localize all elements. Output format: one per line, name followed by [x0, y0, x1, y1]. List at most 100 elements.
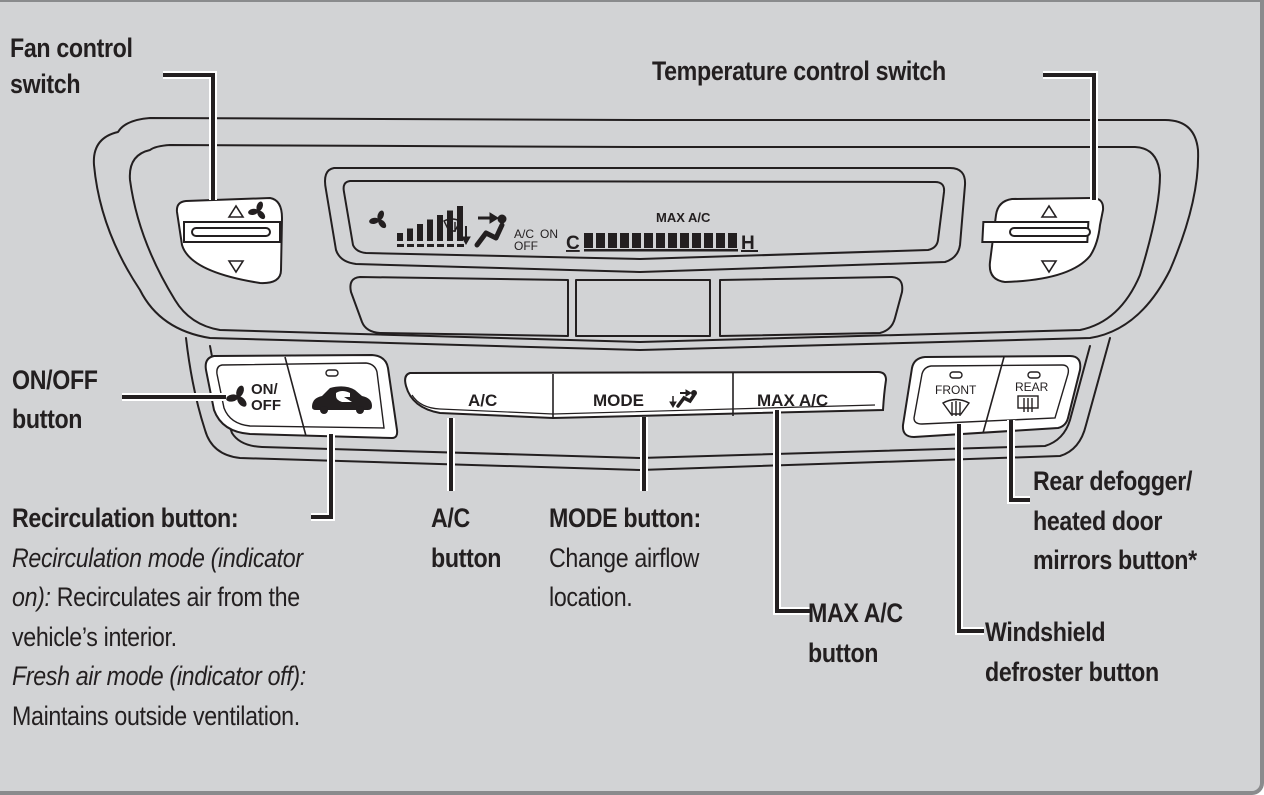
- temperature-segment: [608, 233, 617, 248]
- lcd-ac-off: OFF: [514, 239, 538, 253]
- fan-level-bars: [397, 206, 464, 247]
- fan-control-switch[interactable]: [175, 196, 284, 285]
- callout-line: switch: [10, 69, 81, 99]
- callout-line: Fan control: [10, 33, 133, 63]
- temperature-segment: [668, 233, 677, 248]
- mode-button[interactable]: MODE: [593, 391, 644, 410]
- callout-line: ON/OFF: [12, 365, 98, 395]
- fan-level-bar: [397, 233, 403, 241]
- on-off-line1: ON/: [251, 381, 279, 398]
- callout-line: Windshield: [985, 617, 1106, 647]
- recirculation-leader: [311, 434, 333, 519]
- temperature-segment: [596, 233, 605, 248]
- ac-button[interactable]: A/C: [468, 391, 497, 410]
- center-button-bar: A/C MODE MAX A/C: [404, 370, 888, 420]
- callout-title: MODE button:: [549, 503, 701, 533]
- callout-line: vehicle’s interior.: [12, 621, 177, 652]
- rear-window-defrost-icon: [1017, 395, 1039, 412]
- temperature-segment: [704, 233, 713, 248]
- fan-level-base-segment: [407, 244, 414, 247]
- fan-level-base-segment: [427, 244, 434, 247]
- lcd-ac-on: ON: [540, 227, 558, 241]
- windshield-defroster-callout: Windshield defroster button: [985, 613, 1159, 692]
- mode-callout: MODE button: Change airflow location.: [549, 499, 726, 618]
- fan-level-bar: [407, 228, 413, 241]
- callout-line: button: [808, 637, 879, 668]
- temperature-segment: [680, 233, 689, 248]
- callout-line: Fresh air mode (indicator off):: [12, 661, 306, 691]
- temperature-control-switch[interactable]: [981, 196, 1105, 284]
- max-ac-button[interactable]: MAX A/C: [757, 391, 828, 410]
- right-button-cluster: FRONT REAR: [901, 354, 1082, 439]
- windshield-defrost-icon: [941, 398, 971, 416]
- indicator-light: [1027, 371, 1041, 379]
- windshield-defroster-leader: [957, 424, 984, 633]
- display-outer: [324, 167, 967, 273]
- rear-defrost-button[interactable]: REAR: [1015, 371, 1049, 412]
- lcd-display: A/C OFF ON MAX A/C C H: [369, 206, 758, 254]
- front-defrost-button[interactable]: FRONT: [935, 371, 977, 416]
- callout-line: MAX A/C: [808, 598, 903, 628]
- temperature-segment: [644, 233, 653, 248]
- car-recirculation-icon: [312, 386, 372, 414]
- rear-defogger-leader-halo: [1007, 420, 1030, 504]
- callout-line: on):: [12, 582, 51, 612]
- fan-level-bar: [457, 206, 463, 241]
- callout-line: heated door: [1033, 505, 1163, 536]
- fan-icon: [248, 201, 266, 220]
- triangle-up-icon: [227, 204, 245, 218]
- lcd-ac-label: A/C: [514, 227, 534, 241]
- panel-outer-bezel: [92, 117, 1200, 351]
- temperature-control-leader: [1043, 73, 1096, 200]
- slot-left: [349, 276, 569, 337]
- callout-line: Rear defogger/: [1033, 466, 1193, 496]
- windshield-defroster-leader-halo: [955, 424, 984, 635]
- fan-level-bar: [447, 210, 453, 241]
- triangle-down-icon: [227, 260, 245, 274]
- fan-control-callout: Fan control switch: [10, 30, 133, 102]
- frame-top-border: [0, 0, 1264, 2]
- on-off-button[interactable]: ON/ OFF: [226, 381, 281, 414]
- temperature-segment: [656, 233, 665, 248]
- left-button-cluster: ON/ OFF: [204, 353, 399, 440]
- fan-level-base-segment: [447, 244, 454, 247]
- rear-label: REAR: [1015, 380, 1049, 394]
- fan-icon: [369, 210, 387, 229]
- callout-line: A/C: [431, 503, 470, 533]
- airflow-mode-icon: [461, 212, 507, 248]
- temperature-segment: [632, 233, 641, 248]
- indicator-light: [325, 369, 339, 377]
- fan-level-base-segment: [457, 244, 464, 247]
- fan-level-base-segment: [437, 244, 444, 247]
- rear-defogger-callout: Rear defogger/ heated door mirrors butto…: [1033, 462, 1197, 581]
- front-label: FRONT: [935, 383, 977, 397]
- callout-line: location.: [549, 582, 633, 612]
- fan-level-bar: [437, 215, 443, 241]
- callout-line: Maintains outside ventilation.: [12, 700, 300, 731]
- airflow-mode-icon: [669, 389, 697, 408]
- callout-line: mirrors button*: [1033, 545, 1197, 575]
- panel-inner-bezel: [128, 144, 1161, 343]
- temperature-segment: [620, 233, 629, 248]
- lcd-temp-cold: C: [566, 233, 580, 254]
- callout-line: button: [12, 404, 83, 434]
- fan-control-leader: [163, 73, 215, 200]
- slot-right: [719, 276, 904, 337]
- fan-level-base-segment: [417, 244, 424, 247]
- callout-line: Recirculation mode (indicator: [12, 542, 303, 573]
- rear-defogger-leader: [1009, 420, 1030, 502]
- fan-control-leader-halo: [163, 71, 217, 200]
- leader-lines: [122, 71, 1098, 635]
- callout-line: Change airflow: [549, 542, 700, 573]
- recirculation-button[interactable]: [312, 369, 372, 414]
- fan-level-bar: [427, 219, 433, 241]
- temperature-scale-base: [584, 249, 738, 252]
- callout-title: Recirculation button:: [12, 503, 239, 533]
- max-ac-leader-halo: [773, 410, 810, 615]
- ac-callout: A/C button: [431, 499, 501, 578]
- on-off-callout: ON/OFF button: [12, 361, 98, 439]
- callout-line: defroster button: [985, 656, 1159, 687]
- triangle-up-icon: [1040, 204, 1058, 218]
- temperature-segment: [584, 233, 593, 248]
